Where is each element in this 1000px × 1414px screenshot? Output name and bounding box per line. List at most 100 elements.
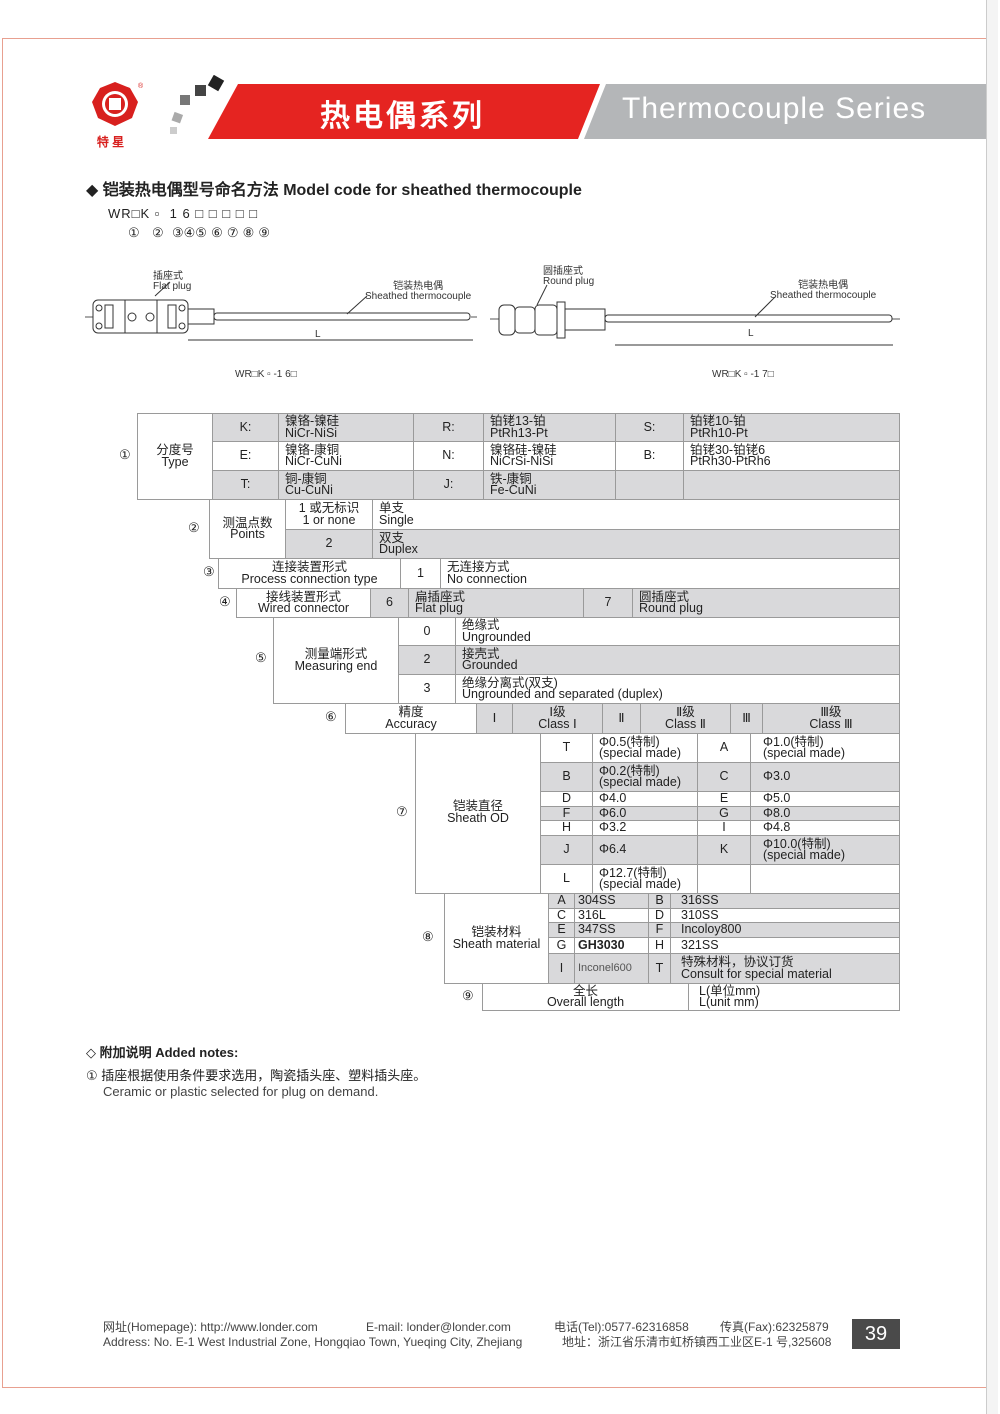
od-code: D	[540, 791, 593, 807]
type-code: S:	[615, 413, 684, 442]
wired-connector-label: 接线装置形式 Wired connector	[236, 588, 371, 618]
header-red-banner	[208, 84, 600, 139]
measuring-end-code: 2	[398, 645, 456, 675]
type-label: 分度号 Type	[137, 413, 213, 500]
od-value: Φ1.0(特制) (special made)	[750, 733, 900, 763]
od-code: C	[697, 762, 751, 792]
od-empty	[750, 864, 900, 894]
material-code: G	[548, 937, 575, 954]
material-code: A	[548, 893, 575, 909]
process-connection-code: 1	[400, 558, 441, 589]
type-code: J:	[413, 470, 484, 500]
accuracy-code: Ⅰ	[476, 703, 513, 734]
od-value: Φ5.0	[750, 791, 900, 807]
od-code: B	[540, 762, 593, 792]
od-value: Φ3.0	[750, 762, 900, 792]
od-code: E	[697, 791, 751, 807]
section-number: ⑤	[255, 651, 267, 666]
type-name: 铁-康铜 Fe-CuNi	[483, 470, 616, 500]
material-value: Inconel600	[574, 953, 649, 984]
od-value: Φ0.2(特制) (special made)	[592, 762, 698, 792]
od-value: Φ4.8	[750, 820, 900, 836]
points-desc: 双支 Duplex	[372, 529, 900, 559]
od-code: J	[540, 835, 593, 865]
material-code: F	[648, 922, 671, 938]
model-code: WR□K ▫ 1 6 □ □ □ □ □	[108, 206, 259, 221]
section-number: ③	[203, 565, 215, 580]
material-value: 316L	[574, 908, 649, 923]
material-value: 304SS	[574, 893, 649, 909]
material-value: 347SS	[574, 922, 649, 938]
round-plug-drawing	[490, 284, 900, 346]
type-name: 镍铬-镍硅 NiCr-NiSi	[278, 413, 414, 442]
overall-length-label: 全长 Overall length	[482, 983, 689, 1011]
round-sheath-label: 铠装热电偶 Sheathed thermocouple	[770, 280, 877, 301]
points-code: 2	[285, 529, 373, 559]
note-item-cn: ① 插座根据使用条件要求选用，陶瓷插头座、塑料插头座。	[86, 1068, 427, 1083]
logo-text: 特 星	[96, 135, 125, 149]
od-value: Φ10.0(特制) (special made)	[750, 835, 900, 865]
sheath-material-label: 铠装材料 Sheath material	[444, 893, 549, 984]
footer: 网址(Homepage): http://www.londer.com E-ma…	[103, 1320, 843, 1350]
measuring-end-desc: 绝缘式 Ungrounded	[455, 617, 900, 646]
section-number: ⑧	[422, 930, 434, 945]
flat-code: WR□K ▫ -1 6□	[235, 369, 297, 380]
section-number: ②	[188, 521, 200, 536]
wired-connector-code: 6	[370, 588, 409, 618]
header-gray-banner	[584, 84, 986, 139]
logo: ® 特 星	[88, 80, 144, 149]
material-value: Incoloy800	[670, 922, 900, 938]
od-value: Φ8.0	[750, 806, 900, 821]
measuring-end-label: 测量端形式 Measuring end	[273, 617, 399, 704]
od-value: Φ3.2	[592, 820, 698, 836]
od-value: Φ4.0	[592, 791, 698, 807]
note-item-en: Ceramic or plastic selected for plug on …	[103, 1084, 379, 1099]
flat-length-label: L	[315, 329, 321, 340]
section-number: ⑨	[462, 989, 474, 1004]
model-positions: ① ② ③④⑤ ⑥ ⑦ ⑧ ⑨	[128, 226, 271, 241]
flat-plug-diagram: 插座式 Flat plug 铠装热电偶 Sheathed thermocoupl…	[85, 268, 480, 380]
od-code: L	[540, 864, 593, 894]
points-label: 测温点数 Points	[209, 499, 286, 559]
measuring-end-code: 3	[398, 674, 456, 704]
od-code: A	[697, 733, 751, 763]
material-code: H	[648, 937, 671, 954]
type-name: 铂铑30-铂铑6 PtRh30-PtRh6	[683, 441, 900, 471]
notes-title: ◇ 附加说明 Added notes:	[86, 1045, 239, 1060]
od-value: Φ6.4	[592, 835, 698, 865]
od-value: Φ0.5(特制) (special made)	[592, 733, 698, 763]
accuracy-code: Ⅱ	[602, 703, 641, 734]
wired-connector-desc: 扁插座式 Flat plug	[408, 588, 584, 618]
overall-length-value: L(单位mm) L(unit mm)	[688, 983, 900, 1011]
footer-email: E-mail: londer@londer.com	[366, 1320, 511, 1334]
round-plug-diagram: 圆插座式 Round plug 铠装热电偶 Sheathed thermocou…	[485, 265, 905, 380]
od-code: H	[540, 820, 593, 836]
round-length-label: L	[748, 328, 754, 339]
type-code: N:	[413, 441, 484, 471]
footer-homepage: 网址(Homepage): http://www.londer.com	[103, 1320, 318, 1334]
process-connection-desc: 无连接方式 No connection	[440, 558, 900, 589]
od-empty	[697, 864, 751, 894]
sheath-od-label: 铠装直径 Sheath OD	[415, 733, 541, 894]
type-code: E:	[212, 441, 279, 471]
round-code: WR□K ▫ -1 7□	[712, 369, 774, 380]
footer-tel: 电话(Tel):0577-62316858	[554, 1320, 689, 1334]
accuracy-class: Ⅰ级 Class Ⅰ	[512, 703, 603, 734]
flat-sheath-label: 铠装热电偶 Sheathed thermocouple	[365, 281, 472, 302]
flat-plug-drawing	[85, 281, 480, 341]
material-value: 特殊材料，协议订货 Consult for special material	[670, 953, 900, 984]
type-empty	[615, 470, 684, 500]
material-value: GH3030	[574, 937, 649, 954]
type-code: R:	[413, 413, 484, 442]
material-code: C	[548, 908, 575, 923]
svg-text:®: ®	[138, 82, 143, 90]
type-code: T:	[212, 470, 279, 500]
header-title-cn: 热电偶系列	[320, 100, 485, 133]
section-title: ◆ 铠装热电偶型号命名方法 Model code for sheathed th…	[86, 182, 582, 199]
section-number: ⑦	[396, 805, 408, 820]
od-value: Φ12.7(特制) (special made)	[592, 864, 698, 894]
points-code: 1 或无标识 1 or none	[285, 499, 373, 530]
type-code: B:	[615, 441, 684, 471]
round-plug-label: 圆插座式 Round plug	[543, 266, 595, 287]
od-code: G	[697, 806, 751, 821]
